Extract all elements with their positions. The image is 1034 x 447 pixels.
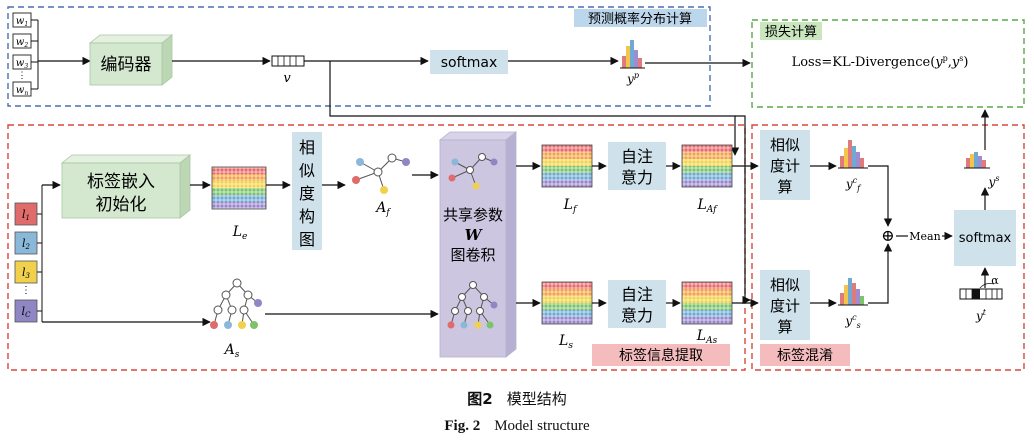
Lf-label: Lf <box>563 197 578 215</box>
loss-title: 损失计算 <box>765 25 817 40</box>
caption-cn: 图2 模型结构 <box>0 388 1034 409</box>
ycs-label: ycs <box>844 313 860 330</box>
label-token-stack: l1 l2 l3 ⋮ lC <box>14 202 38 323</box>
self-attn-top-box <box>608 142 666 190</box>
sim-calc-top-line3: 算 <box>777 178 792 196</box>
sim-char-4: 图 <box>299 230 315 249</box>
softmax-top-box <box>430 50 508 74</box>
ys-histogram: ys <box>964 152 999 189</box>
yp-label: yp <box>626 71 639 86</box>
pred-dist-title: 预测概率分布计算 <box>588 11 692 27</box>
label-token-3: l3 <box>22 266 31 280</box>
LAs-label: LAs <box>696 328 718 346</box>
encoder-label: 编码器 <box>101 55 152 75</box>
LAf-matrix: LAf <box>681 144 733 215</box>
LAf-label: LAf <box>697 197 719 215</box>
label-mix-tag <box>760 344 850 366</box>
label-mix-title: 标签混淆 <box>777 347 833 364</box>
sim-char-2: 度 <box>299 184 315 203</box>
Le-matrix: Le <box>211 166 267 242</box>
gcn-line1: 共享参数 <box>443 206 503 224</box>
shared-gcn-box: 共享参数 W 图卷积 <box>438 131 518 358</box>
word-token-2: w2 <box>16 37 29 49</box>
self-attn-top-line1: 自注 <box>621 147 653 166</box>
Ls-label: Ls <box>558 333 573 351</box>
self-attn-bottom-line2: 意力 <box>621 306 653 325</box>
loss-region <box>751 19 1025 108</box>
label-embed-line1: 标签嵌入 <box>87 172 155 192</box>
yt-onehot: α yt <box>959 274 1003 323</box>
Le-label: Le <box>232 224 248 242</box>
As-label: As <box>223 342 240 360</box>
label-embed-box: 标签嵌入 初始化 <box>60 154 192 219</box>
As-tree: As <box>210 278 262 360</box>
Af-graph: Af <box>352 153 410 218</box>
caption-en-num: Fig. 2 <box>444 418 481 434</box>
sim-calc-bottom-line2: 度计 <box>770 297 800 315</box>
similarity-graph-box <box>292 132 322 250</box>
sim-calc-bottom-line3: 算 <box>777 318 792 336</box>
label-token-C: lC <box>22 305 32 319</box>
label-token-2: l2 <box>22 237 31 251</box>
Ls-matrix: Ls <box>541 281 593 351</box>
label-info-title: 标签信息提取 <box>619 347 703 364</box>
label-embed-line2: 初始化 <box>96 195 147 215</box>
word-token-n: wn <box>16 85 29 97</box>
oplus-symbol: ⊕ <box>881 226 894 245</box>
caption-cn-num: 图2 <box>467 390 493 408</box>
word-token-3: w3 <box>16 58 29 70</box>
encoder-box: 编码器 <box>88 34 174 86</box>
sim-calc-bottom-line1: 相似 <box>770 276 800 294</box>
word-token-stack: w1 w2 w3 ⋮ wn <box>12 12 32 97</box>
softmax-right-label: softmax <box>959 231 1012 246</box>
sim-char-3: 构 <box>299 207 315 226</box>
prediction-region <box>7 6 711 107</box>
caption-en-text: Model structure <box>494 418 590 434</box>
ycf-label: ycf <box>845 176 862 193</box>
gcn-line3: 图卷积 <box>450 246 495 264</box>
alpha-label: α <box>991 274 999 287</box>
word-token-1: w1 <box>16 16 28 28</box>
word-token-dots: ⋮ <box>18 71 27 81</box>
label-token-1: l1 <box>22 208 30 222</box>
v-label: v <box>283 71 291 86</box>
LAs-matrix: LAs <box>681 281 733 346</box>
gcn-line2: W <box>465 226 484 244</box>
ycs-histogram: ycs <box>838 278 868 330</box>
softmax-top-label: softmax <box>441 55 498 71</box>
label-info-tag <box>592 344 730 366</box>
sim-calc-top-line1: 相似 <box>770 136 800 154</box>
pred-dist-tag <box>574 9 707 27</box>
ys-label: ys <box>988 174 1000 189</box>
Lf-matrix: Lf <box>541 144 593 215</box>
caption-en: Fig. 2 Model structure <box>0 418 1034 435</box>
sim-char-0: 相 <box>299 138 315 157</box>
loss-tag <box>760 22 822 40</box>
softmax-right-box <box>954 210 1016 266</box>
sim-calc-top-line2: 度计 <box>770 157 800 175</box>
sim-calc-bottom-box <box>760 270 810 340</box>
self-attn-top-line2: 意力 <box>621 168 653 187</box>
label-info-region <box>7 124 746 371</box>
yp-histogram: yp <box>620 40 645 86</box>
loss-formula: Loss=KL-Divergence(yp,ys) <box>792 54 969 70</box>
sim-char-1: 似 <box>299 161 315 180</box>
v-vector: v <box>271 55 305 86</box>
mean-label: Mean <box>909 230 940 243</box>
self-attn-bottom-line1: 自注 <box>621 285 653 304</box>
ycf-histogram: ycf <box>838 140 868 193</box>
self-attn-bottom-box <box>608 280 666 328</box>
yt-label: yt <box>975 308 987 323</box>
sim-calc-top-box <box>760 130 810 200</box>
caption-cn-text: 模型结构 <box>506 390 567 408</box>
model-structure-diagram: 预测概率分布计算 损失计算 标签信息提取 标签混淆 w1 w2 w3 ⋮ wn … <box>7 6 1025 371</box>
Af-label: Af <box>374 200 391 218</box>
label-mix-region <box>751 124 1025 371</box>
label-token-dots: ⋮ <box>21 285 31 296</box>
